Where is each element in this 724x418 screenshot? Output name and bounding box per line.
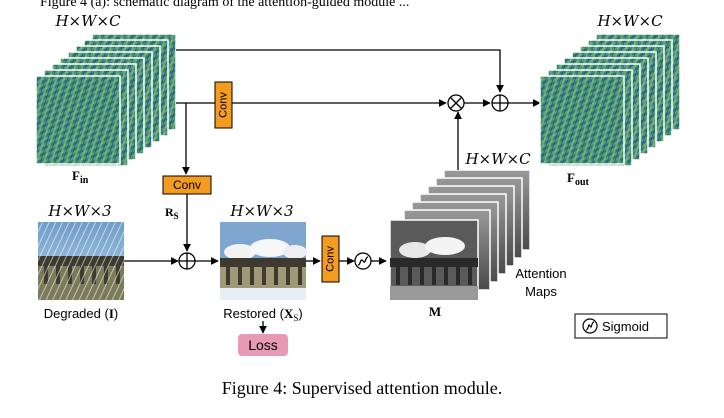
attention-caption-line2: Maps [525,284,557,299]
top-caption-fragment: Figure 4 (a): schematic diagram of the a… [40,0,409,10]
conv-block-right-label: Conv [324,246,336,272]
feature-input-stack [35,33,177,167]
attention-label: M [429,304,441,319]
feature-output-label-sub: out [575,177,590,188]
degraded-label-text: Degraded ( [44,306,110,321]
degraded-label-symbol: I [109,306,114,321]
feature-output-label: Fout [567,170,590,188]
restored-label: Restored (XS) [223,306,302,323]
add-operator-right [491,94,509,112]
add-operator-left [178,252,196,270]
conv-block-right [321,235,340,283]
conv-block-middle-label: Conv [173,178,201,192]
residual-label-main: R [165,205,174,219]
feature-input-label-sub: in [80,175,89,186]
attention-dims: H×W×C [464,150,531,168]
degraded-label: Degraded (I) [44,306,118,321]
skip-connection [176,49,504,93]
restored-label-text: Restored ( [223,306,284,321]
degraded-label-close: ) [114,306,118,321]
degraded-dims: H×W×3 [47,202,111,220]
conv-block-top [214,81,233,129]
restored-label-symbol: X [284,306,294,321]
residual-label-sub: S [174,211,179,221]
loss-label: Loss [248,337,278,353]
feature-input-label-main: F [72,168,80,183]
loss-box [238,334,288,356]
figure-caption: Figure 4: Supervised attention module. [222,378,502,398]
sigmoid-legend-icon [582,318,598,334]
feature-output-stack [539,33,681,167]
sigmoid-legend: Sigmoid [574,313,668,339]
attention-map-front [389,219,479,301]
attention-maps-stack [389,169,531,301]
sigmoid-operator [354,252,372,270]
restored-dims: H×W×3 [229,202,293,220]
feature-input-label: Fin [72,168,89,186]
multiply-operator [447,94,465,112]
restored-image [220,222,307,300]
sigmoid-legend-label: Sigmoid [602,319,649,334]
restored-label-close: ) [298,306,302,321]
attention-caption-line1: Attention [515,266,566,281]
feature-output-label-main: F [567,170,575,185]
conv-block-top-label: Conv [217,92,229,118]
feature-input-dims: H×W×C [54,12,121,30]
residual-label: RS [165,205,179,221]
feature-output-dims: H×W×C [596,12,663,30]
degraded-image [38,222,124,300]
restored-label-sub: S [293,313,298,323]
